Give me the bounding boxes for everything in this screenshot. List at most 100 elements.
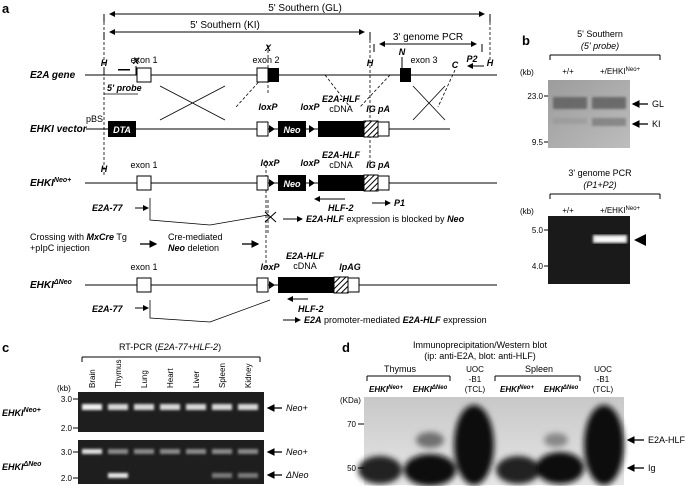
b-pcr-sub: (P1+P2) xyxy=(583,180,616,190)
c-band-neo-2 xyxy=(160,449,180,454)
b-kb-2: (kb) xyxy=(520,207,534,216)
guide-lines xyxy=(103,22,491,270)
genome-pcr-bracket xyxy=(373,41,483,52)
b-marker-40: 4.0 xyxy=(532,262,544,271)
panel-b: b 5' Southern (5' probe) (kb) +/+ +/EHKI… xyxy=(520,29,664,284)
exon2-label: exon 2 xyxy=(252,55,279,65)
b-col-ki-2: +/EHKINeo+ xyxy=(600,206,641,215)
c-band-neo xyxy=(82,404,102,410)
exon3-box xyxy=(400,68,411,82)
c-band-neo-2 xyxy=(212,449,232,454)
genome-pcr-label: 3' genome PCR xyxy=(393,32,463,43)
c-lane-label: Lung xyxy=(140,370,149,388)
c-row1-label: EHKINeo+ xyxy=(2,407,41,418)
pcr-gel xyxy=(548,216,630,284)
site-h-2: H xyxy=(367,58,374,68)
c-band-neo xyxy=(186,404,206,410)
c-band-neo-2 xyxy=(82,449,102,454)
exon1-label-2: exon 1 xyxy=(130,160,157,170)
exon2-box-black xyxy=(268,68,279,82)
southern-bands xyxy=(553,97,626,126)
c-title: RT-PCR (E2A-77+HLF-2) xyxy=(119,342,221,352)
d-uoc-1-line2: -B1 xyxy=(469,375,482,384)
c-marker-20-2: 2.0 xyxy=(61,474,73,483)
western-bands xyxy=(358,405,624,486)
c-lane-label: Thymus xyxy=(114,360,123,388)
c-marker-20-1: 2.0 xyxy=(61,424,73,433)
b-gl-label: GL xyxy=(652,99,664,109)
c-dneo-band-label: ΔNeo xyxy=(285,470,309,480)
c-lane-label: Spleen xyxy=(218,363,227,388)
b-marker-50: 5.0 xyxy=(532,226,544,235)
c-band-neo xyxy=(212,404,232,410)
loxp-label-1: loxP xyxy=(258,102,278,112)
site-x-2: X xyxy=(264,43,272,53)
c-row2-label: EHKIΔNeo xyxy=(2,461,42,472)
c-gel-neo xyxy=(78,392,264,432)
d-uoc-2-line2: -B1 xyxy=(597,375,610,384)
southern-gl-label: 5' Southern (GL) xyxy=(268,3,342,14)
c-band-neo-2 xyxy=(238,449,258,454)
probe-label: 5' probe xyxy=(107,83,142,93)
panel-label-b: b xyxy=(522,33,530,48)
ehki-neo-label: EHKINeo+ xyxy=(30,177,71,189)
cdna-label-1: cDNA xyxy=(329,104,353,114)
crossing-line-1: Crossing with MxCre Tg xyxy=(30,232,127,242)
b-pcr-title: 3' genome PCR xyxy=(568,168,632,178)
c-kb: (kb) xyxy=(57,384,71,393)
hlf2-label-1: HLF-2 xyxy=(328,203,354,213)
site-h-3: H xyxy=(487,58,494,68)
pbs-label: pBS xyxy=(86,114,103,124)
process-text: Crossing with MxCre Tg +pIpC injection C… xyxy=(30,232,260,253)
promoter-text: E2A promoter-mediated E2A-HLF expression xyxy=(304,315,487,325)
c-lane-label: Brain xyxy=(88,369,97,388)
southern-gel xyxy=(548,80,630,148)
loxp-label-2: loxP xyxy=(300,102,320,112)
ehki-neo-row: EHKINeo+ H exon 1 loxP Neo loxP E2A-HLF … xyxy=(30,150,497,226)
c-gel-dneo xyxy=(78,440,264,484)
ehki-dneo-label: EHKIΔNeo xyxy=(30,279,73,291)
d-lane-thymus-neo: EHKINeo+ xyxy=(369,385,403,394)
e2a-hlf-label-3: E2A-HLF xyxy=(286,251,325,261)
c-band-dneo xyxy=(212,473,232,478)
ehki-dneo-row: EHKIΔNeo exon 1 loxP E2A-HLF cDNA lpAG H… xyxy=(30,251,497,325)
d-lane-spleen-neo: EHKINeo+ xyxy=(500,385,534,394)
primer-p2-label: P2 xyxy=(466,54,477,64)
exon3-label: exon 3 xyxy=(410,55,437,65)
d-uoc-2-line3: (TCL) xyxy=(593,385,614,394)
ig-label-1: IG xyxy=(366,104,376,114)
c-neo-band-label-2: Neo+ xyxy=(286,447,308,457)
d-uoc-1-line1: UOC xyxy=(466,365,484,374)
cre-line-2: Neo deletion xyxy=(168,243,219,253)
d-uoc-2-line1: UOC xyxy=(594,365,612,374)
pcr-band-arrow xyxy=(634,234,646,246)
pa-label-1: pA xyxy=(377,104,390,114)
e2a-gene-label: E2A gene xyxy=(30,70,76,81)
panel-a: a 5' Southern (GL) 5' Southern (KI) 3' g… xyxy=(2,1,497,325)
c-band-neo-2 xyxy=(108,449,128,454)
site-h-4: H xyxy=(101,164,108,174)
site-n: N xyxy=(399,47,406,57)
southern-ki-bracket xyxy=(103,29,371,40)
exon1-label-1: exon 1 xyxy=(130,55,157,65)
b-southern-title: 5' Southern xyxy=(577,29,623,39)
c-marker-30-2: 3.0 xyxy=(61,448,73,457)
e2a77-label-1: E2A-77 xyxy=(92,203,124,213)
cre-line-1: Cre-mediated xyxy=(168,232,223,242)
d-marker-70: 70 xyxy=(347,420,356,429)
exon1-box-1 xyxy=(136,67,152,83)
d-thymus: Thymus xyxy=(384,364,417,374)
pcr-band xyxy=(593,235,627,243)
b-col-wt-1: +/+ xyxy=(562,67,574,76)
blocked-text: E2A-HLF expression is blocked by Neo xyxy=(306,214,465,224)
c-bands xyxy=(82,404,258,478)
ehki-vector-row: EHKI vector pBS DTA loxP Neo loxP E2A-HL… xyxy=(30,94,450,138)
b-marker-23: 23.0 xyxy=(527,92,543,101)
b-ki-label: KI xyxy=(652,119,661,129)
c-lane-label: Liver xyxy=(192,370,201,388)
panel-d: d Immunoprecipitation/Western blot (ip: … xyxy=(340,340,685,486)
panel-label-a: a xyxy=(2,1,10,16)
d-title-2: (ip: anti-E2A, blot: anti-HLF) xyxy=(424,351,536,361)
